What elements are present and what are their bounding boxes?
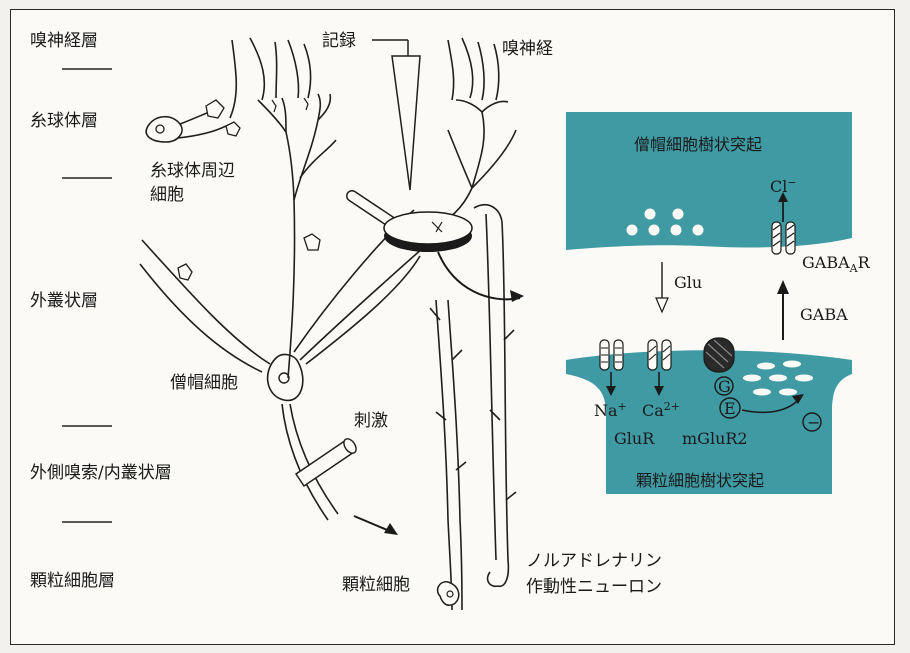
layer-label-olfactory-nerve: 嗅神経層 <box>30 31 98 51</box>
layer-label-external-plexiform: 外叢状層 <box>30 291 98 311</box>
inhibition-label: − <box>807 413 820 432</box>
gabaa-receptor-label: GABAAR <box>802 253 871 275</box>
periglomerular-label-1: 糸球体周辺 <box>150 161 235 181</box>
glur-label: GluR <box>614 429 655 448</box>
synapse-disk <box>352 196 472 252</box>
g-protein-label: G <box>718 377 731 396</box>
glu-label: Glu <box>674 273 702 292</box>
granule-cell-label: 顆粒細胞 <box>342 575 410 595</box>
recording-electrode <box>372 40 420 190</box>
mitral-dendrite-block <box>566 112 852 250</box>
neuron-drawing <box>140 38 516 610</box>
periglomerular-label-2: 細胞 <box>150 185 184 205</box>
stimulation-electrode <box>296 437 359 486</box>
gaba-label: GABA <box>800 305 848 324</box>
synapse-inset: 僧帽細胞樹状突起 Cl− GABAAR Glu GABA <box>566 112 871 494</box>
mglur2-label: mGluR2 <box>682 429 748 448</box>
noradrenergic-label-2: 作動性ニューロン <box>526 577 662 597</box>
mitral-cell-label: 僧帽細胞 <box>170 373 238 393</box>
layer-label-lot-ipl: 外側嗅索/内叢状層 <box>30 463 172 483</box>
effector-label: E <box>724 399 736 418</box>
gaba-arrowhead <box>777 280 789 294</box>
mitral-dendrite-label: 僧帽細胞樹状突起 <box>634 135 762 154</box>
granule-dendrite-label: 顆粒細胞樹状突起 <box>636 471 764 490</box>
olfactory-nerve-label: 嗅神経 <box>502 39 553 59</box>
layer-label-glomerular: 糸球体層 <box>30 111 98 131</box>
layer-label-granule-cell: 顆粒細胞層 <box>30 571 115 591</box>
noradrenergic-label-1: ノルアドレナリン <box>526 551 662 571</box>
glu-arrowhead <box>656 298 668 312</box>
zoom-arrowhead <box>510 290 524 302</box>
zoom-arrow <box>438 252 520 299</box>
stimulation-label: 刺激 <box>354 411 388 431</box>
recording-label: 記録 <box>322 31 356 51</box>
